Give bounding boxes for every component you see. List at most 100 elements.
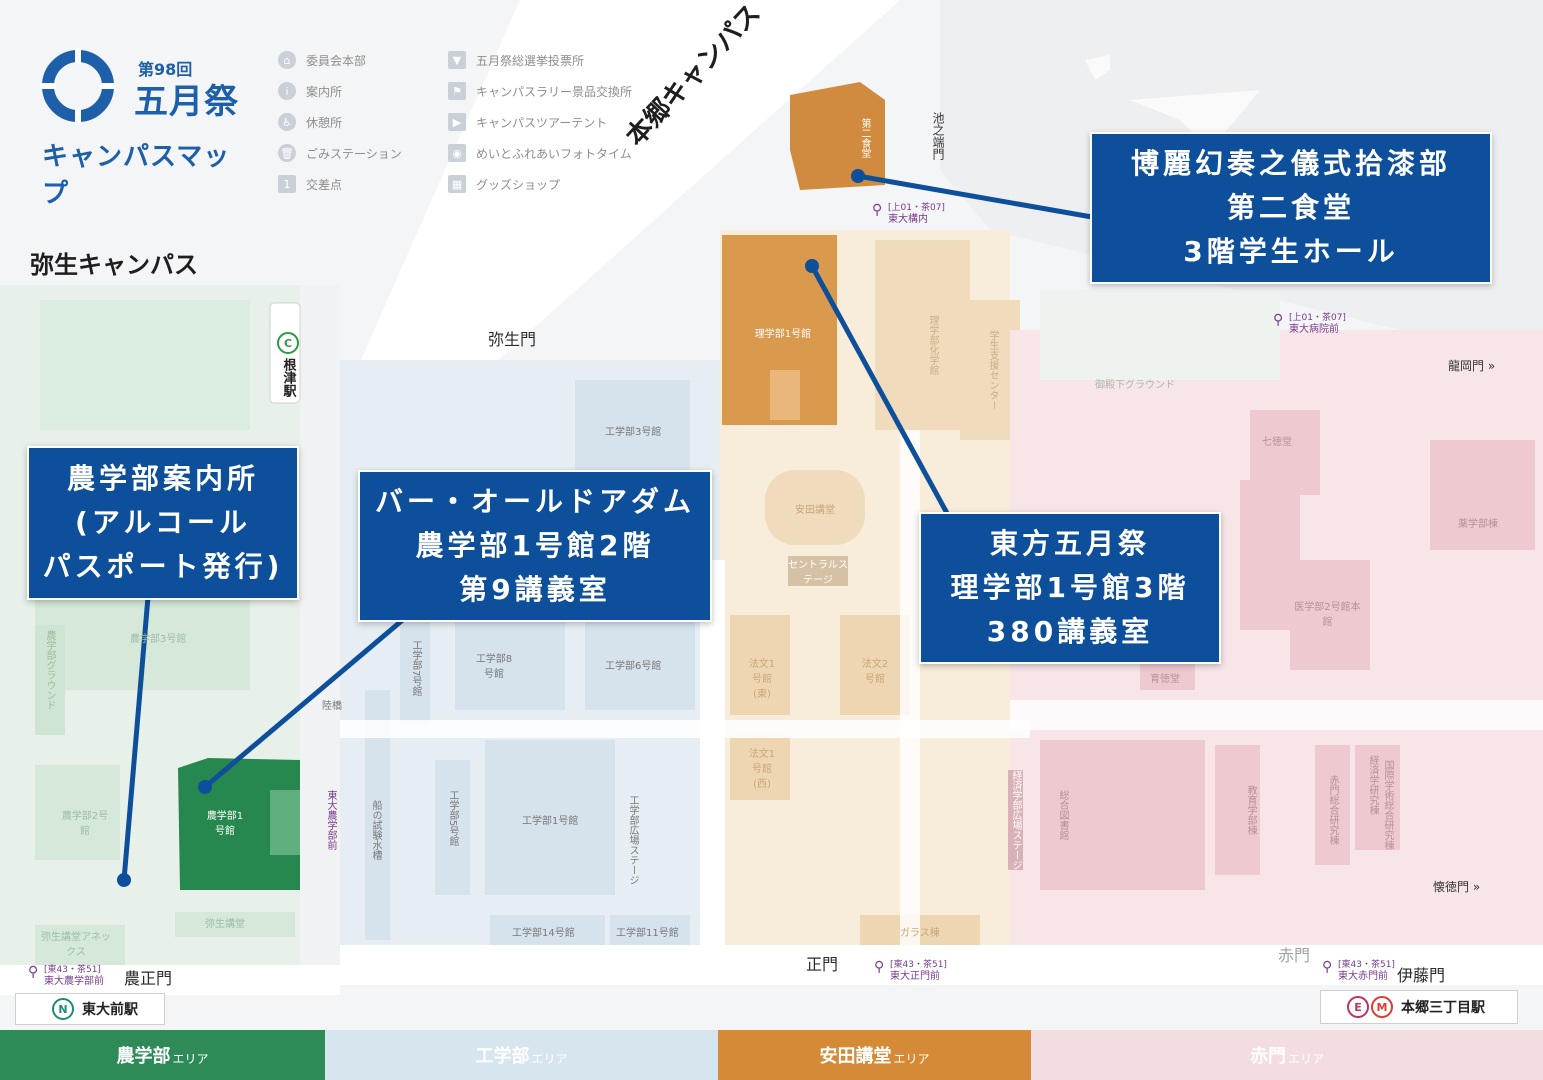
callout-hakurei: 博麗幻奏之儀式拾漆部 第二食堂 3階学生ホール [1090,132,1492,284]
building-hobun1-west: 法文1号館(西) [748,749,776,790]
legend-item: ⚑キャンパスラリー景品交換所 [448,81,632,101]
akamon-label: 赤門 [1278,946,1311,965]
building-kogaku11: 工学部11号館 [616,928,679,939]
building-hobun1-east: 法文1号館(東) [748,659,776,700]
ikenohata-gate-label: 池之端門 [931,112,945,160]
bus-stop-akamon: ⚲ [東43・茶51]東大赤門前 [1322,959,1395,982]
building-nogaku2: 農学部2号館 [61,811,109,837]
legend-item: ▼五月祭総選挙投票所 [448,50,632,70]
building-shichitoku: 七徳堂 [1262,437,1292,448]
building-nogaku1: 農学部1号館 [206,811,244,837]
namboku-line-icon: N [52,998,74,1020]
legend-item: ◉めいとふれあいフォトタイム [448,143,632,163]
rikkyo-bridge: 陸橋 [322,701,342,712]
building-ikutokudo: 育徳堂 [1150,674,1180,685]
legend-item: 🗑ごみステーション [278,143,402,163]
legend-item: ♿休憩所 [278,112,402,132]
flag-icon: ▶ [448,113,466,131]
building-gakusei-shien: 学生支援センター [987,330,998,410]
rest-icon: ♿ [278,113,296,131]
legend-item: ⌂委員会本部 [278,50,402,70]
building-igaku2: 医学部2号館本館 [1294,602,1361,628]
oedo-line-icon: E [1347,996,1369,1018]
bus-stop-icon: ⚲ [1273,312,1284,328]
bus-stop-icon: ⚲ [872,202,883,218]
bus-stop-seimon: ⚲ [東43・茶51]東大正門前 [874,959,947,982]
building-kogaku5: 工学部5号館 [447,790,458,847]
chiyoda-line-icon: C [277,332,299,354]
nezu-station: C 根津駅 [277,332,299,397]
izumon-label: 伊藤門 [1397,966,1446,985]
building-kogaku6: 工学部6号館 [605,661,662,672]
area-tab-akamon[interactable]: 赤門エリア [1031,1030,1543,1080]
legend-item: ▶キャンパスツアーテント [448,112,632,132]
office-icon: ⌂ [278,51,296,69]
yayoi-campus-label: 弥生キャンパス [30,251,198,279]
bus-stop-icon: ⚲ [874,959,885,975]
legend-column-2: ▼五月祭総選挙投票所 ⚑キャンパスラリー景品交換所 ▶キャンパスツアーテント ◉… [448,50,632,194]
festival-logo: 第98回 五月祭 キャンパスマップ [40,48,240,209]
building-dai2-shokudo: 第二食堂 [859,118,870,158]
bus-stop-icon: ⚲ [1322,959,1333,975]
tatsuoka-gate-label: 龍岡門 » [1448,359,1496,373]
building-kyoiku: 教育学部棟 [1245,785,1256,835]
area-tab-yasuda[interactable]: 安田講堂エリア [718,1030,1031,1080]
hongo-sanchome-station-label: 本郷三丁目駅 [1401,1000,1485,1016]
building-rigaku-kagaku: 理学部化学館 [927,315,938,375]
yayoi-gate-label: 弥生門 [488,330,537,349]
building-yayoi-kodo: 弥生講堂 [205,919,245,930]
keizai-stage: 経済学部広場ステージ [1008,770,1023,870]
logo-edition: 第98回 [138,60,193,79]
info-icon: i [278,82,296,100]
logo-subtitle: キャンパスマップ [42,142,231,209]
nezu-station-label: 根津駅 [280,358,296,397]
trash-icon: 🗑 [278,144,296,162]
building-yayoi-annex: 弥生講堂アネックス [41,932,111,958]
seimon-label: 正門 [806,955,839,974]
building-yasuda: 安田講堂 [795,505,835,516]
building-kokusai: 国際学術総合研究棟 [1382,760,1393,850]
building-kogaku1: 工学部1号館 [522,816,579,827]
ballot-icon: ▼ [448,51,466,69]
bus-stop-nogakubu: ⚲ [東43・茶51]東大農学部前 [28,964,104,987]
goten-ground: 御殿下グラウンド [1095,380,1175,391]
shop-icon: ▦ [448,175,466,193]
central-stage: セントラルステージ [788,556,848,586]
nogaku-ground: 農学部グラウンド [44,630,55,710]
building-kogaku14: 工学部14号館 [512,928,575,939]
logo-festival-name: 五月祭 [134,82,239,122]
building-kogaku7: 工学部7号館 [410,640,421,697]
tetsumon-gate-label: 懐徳門 » [1433,880,1481,894]
todaimae-station: N 東大前駅 [15,993,165,1025]
building-keizai-kenkyu: 経済学研究棟 [1367,755,1378,815]
kogaku-stage: 工学部広場ステージ [627,795,638,885]
camera-icon: ◉ [448,144,466,162]
building-rigaku1: 理学部1号館 [754,329,812,340]
building-kogaku8: 工学部8号館 [475,654,513,680]
building-sogo-toshokan: 総合図書館 [1057,790,1068,840]
building-yakugaku: 薬学部棟 [1458,519,1498,530]
bus-stop-todai-byoin: ⚲ [上01・茶07]東大病院前 [1273,312,1346,335]
rally-icon: ⚑ [448,82,466,100]
building-garasu: ガラス棟 [900,928,940,939]
bus-stop-todai-kounai: ⚲ [上01・茶07]東大構内 [872,202,945,225]
bus-stop-vertical-label: 東大農学部前 [325,790,336,850]
callout-bar-old-adam: バー・オールドアダム 農学部1号館2階 第9講義室 [358,470,712,622]
callout-nogaku-info: 農学部案内所 (アルコール パスポート発行) [27,446,299,600]
area-tab-nogaku[interactable]: 農学部エリア [0,1030,325,1080]
todaimae-station-label: 東大前駅 [82,1002,138,1018]
marunouchi-line-icon: M [1371,996,1393,1018]
crossing-icon: 1 [278,175,296,193]
building-nogaku3: 農学部3号館 [130,634,187,645]
legend-item: ▦グッズショップ [448,174,632,194]
building-hobun2: 法文2号館 [861,659,889,685]
area-tab-kogaku[interactable]: 工学部エリア [325,1030,718,1080]
hongo-sanchome-station: E M 本郷三丁目駅 [1320,990,1518,1024]
building-funeno: 船の試験水槽 [370,800,381,860]
bus-stop-icon: ⚲ [28,964,39,980]
building-akamon-sogo: 赤門総合研究棟 [1327,775,1338,845]
callout-toho-gogatsusai: 東方五月祭 理学部1号館3階 380講義室 [919,512,1221,664]
